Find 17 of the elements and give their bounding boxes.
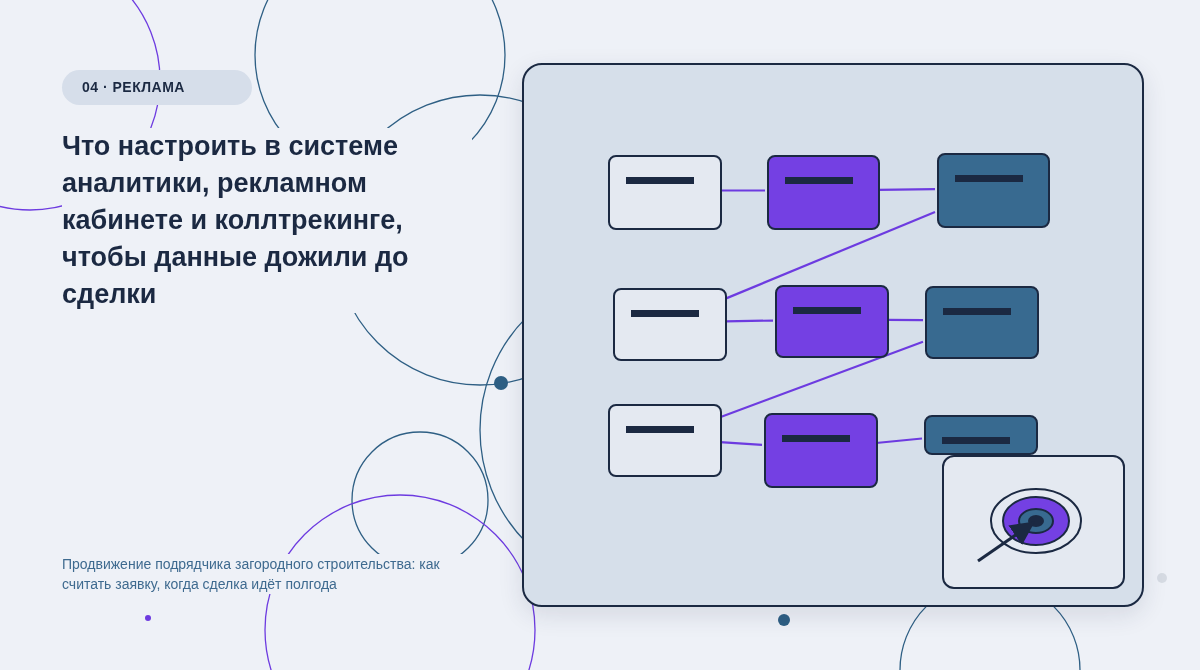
block — [764, 413, 878, 488]
block — [613, 288, 727, 361]
connector-line — [887, 318, 923, 322]
block — [925, 286, 1039, 359]
connector-line — [878, 188, 935, 191]
category-tag: 04 · РЕКЛАМА — [62, 70, 252, 105]
block — [775, 285, 889, 358]
block — [937, 153, 1050, 228]
block — [924, 415, 1038, 455]
headline: Что настроить в системе аналитики, рекламном кабинете и коллтрекинге, чтобы данные дожили до сделки — [62, 128, 472, 313]
illustration-panel — [522, 63, 1144, 607]
target-card — [942, 455, 1125, 589]
block — [767, 155, 880, 230]
connector-line — [725, 319, 773, 323]
connector-line — [720, 189, 765, 192]
block — [608, 155, 722, 230]
block — [608, 404, 722, 477]
